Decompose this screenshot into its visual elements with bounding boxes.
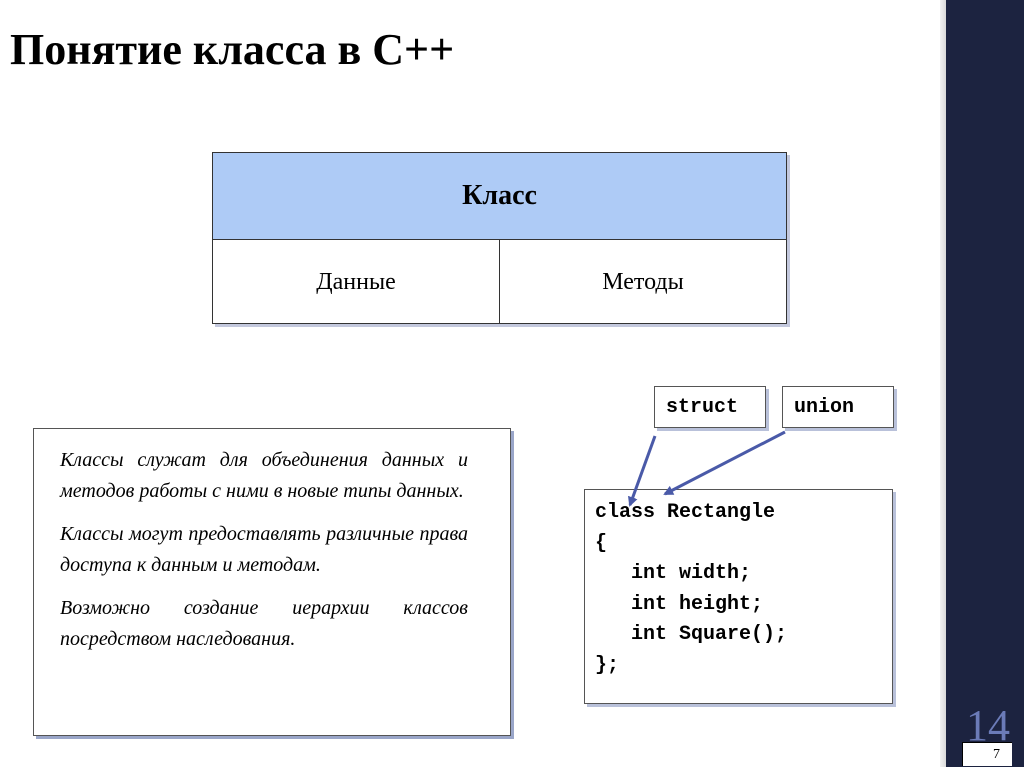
class-diagram: Класс Данные Методы <box>212 152 787 324</box>
description-box: Классы служат для объединения данных и м… <box>33 428 511 736</box>
code-line: { <box>595 531 608 555</box>
class-data-cell: Данные <box>316 268 396 295</box>
description-paragraph: Классы могут предоставлять различные пра… <box>60 523 468 576</box>
page-number: 7 <box>962 742 1012 766</box>
code-line: int height; <box>595 592 764 616</box>
union-keyword-box: union <box>782 386 894 428</box>
code-line: class Rectangle <box>595 501 776 524</box>
slide-title: Понятие класса в C++ <box>10 25 455 74</box>
code-line: }; <box>595 653 620 677</box>
sidebar-edge <box>940 0 946 767</box>
description-paragraph: Классы служат для объединения данных и м… <box>60 449 468 502</box>
code-line: int width; <box>595 562 752 585</box>
code-box: class Rectangle { int width; int height;… <box>584 489 893 704</box>
union-arrow <box>663 430 786 496</box>
struct-keyword-box: struct <box>654 386 766 428</box>
description-paragraph: Возможно создание иерархии классов посре… <box>60 597 468 650</box>
slide-number: 14 <box>966 701 1010 750</box>
code-line: int Square(); <box>595 623 788 646</box>
slide-sidebar <box>946 0 1024 767</box>
class-diagram-header: Класс <box>213 153 786 240</box>
class-methods-cell: Методы <box>499 240 786 324</box>
class-diagram-row: Данные Методы <box>213 240 786 324</box>
